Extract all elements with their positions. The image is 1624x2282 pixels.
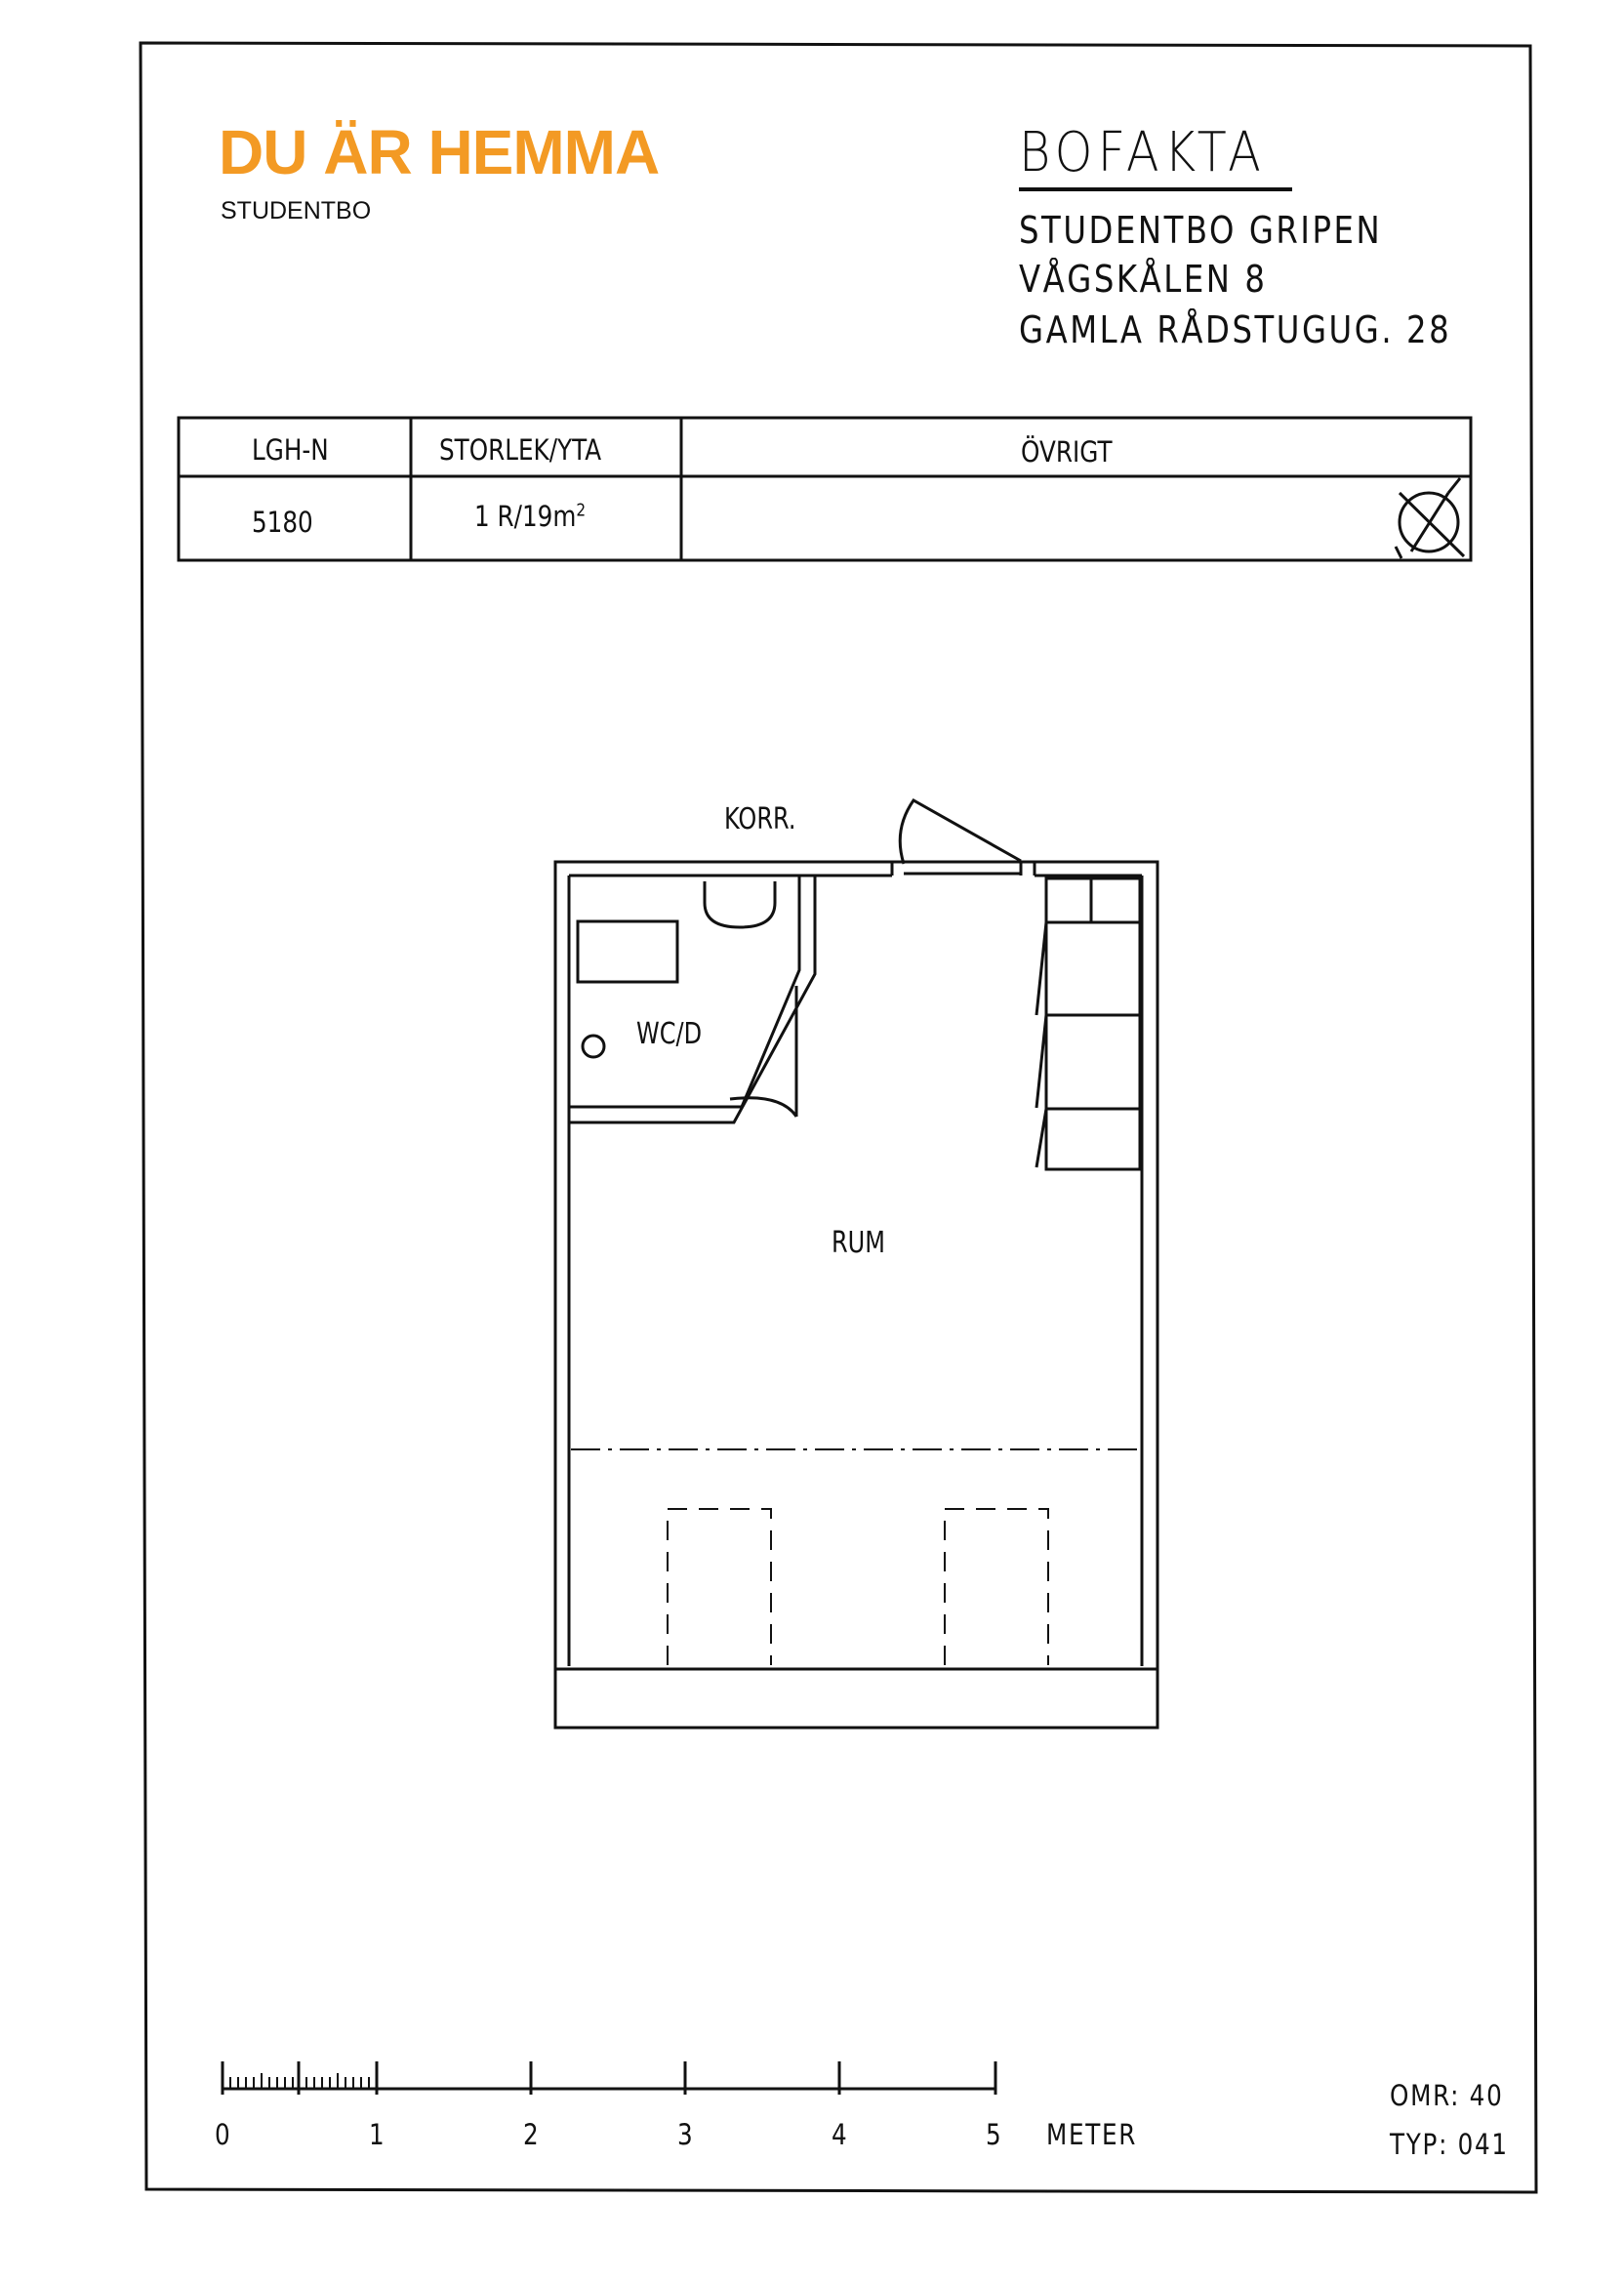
bathroom-wall-inner — [569, 876, 817, 1124]
room-label: RUM — [832, 1226, 885, 1260]
bathroom-label: WC/D — [636, 1017, 703, 1051]
bed-outline-2 — [944, 1508, 1049, 1665]
scale-tick-4: 4 — [832, 2118, 847, 2151]
page-frame — [139, 41, 1538, 2194]
scale-bar — [221, 2061, 997, 2095]
table-header-apartment-no: LGH-N — [252, 433, 329, 467]
title-underline — [1019, 187, 1292, 191]
shower-tray — [576, 919, 679, 984]
brand-logo-title: DU ÄR HEMMA — [219, 117, 660, 187]
apartment-size: 1 R/19m2 — [474, 500, 587, 533]
document-title: BOFAKTA — [1019, 121, 1267, 184]
scale-tick-5: 5 — [986, 2118, 1001, 2151]
entrance-door-swing — [898, 798, 1022, 865]
address-line-1: STUDENTBO GRIPEN — [1019, 209, 1383, 252]
table-header-size: STORLEK/YTA — [439, 433, 602, 467]
scale-bar-fine-ticks — [229, 2073, 370, 2089]
scale-tick-0: 0 — [215, 2118, 230, 2151]
type-code: TYP: 041 — [1390, 2128, 1509, 2161]
corridor-label: KORR. — [724, 802, 796, 836]
table-header-other: ÖVRIGT — [1021, 435, 1113, 469]
info-table-border — [177, 416, 1473, 562]
compass-north-arrow-icon — [1394, 477, 1466, 559]
scale-unit: METER — [1046, 2118, 1138, 2151]
balcony-strip — [553, 1667, 1159, 1730]
floor-drain — [581, 1034, 606, 1059]
apartment-number: 5180 — [252, 506, 313, 539]
wc-bowl — [703, 881, 777, 929]
address-line-2: VÅGSKÅLEN 8 — [1019, 258, 1268, 301]
bed-outline-1 — [667, 1508, 772, 1665]
scale-tick-2: 2 — [523, 2118, 539, 2151]
scale-tick-3: 3 — [677, 2118, 693, 2151]
bathroom-door-swing — [729, 1096, 798, 1118]
area-code: OMR: 40 — [1390, 2079, 1504, 2112]
address-line-3: GAMLA RÅDSTUGUG. 28 — [1019, 308, 1452, 351]
size-superscript: 2 — [576, 500, 587, 521]
bathroom-wall-outer — [569, 876, 801, 1109]
scale-tick-1: 1 — [369, 2118, 385, 2151]
brand-logo-subtitle: STUDENTBO — [221, 197, 372, 224]
